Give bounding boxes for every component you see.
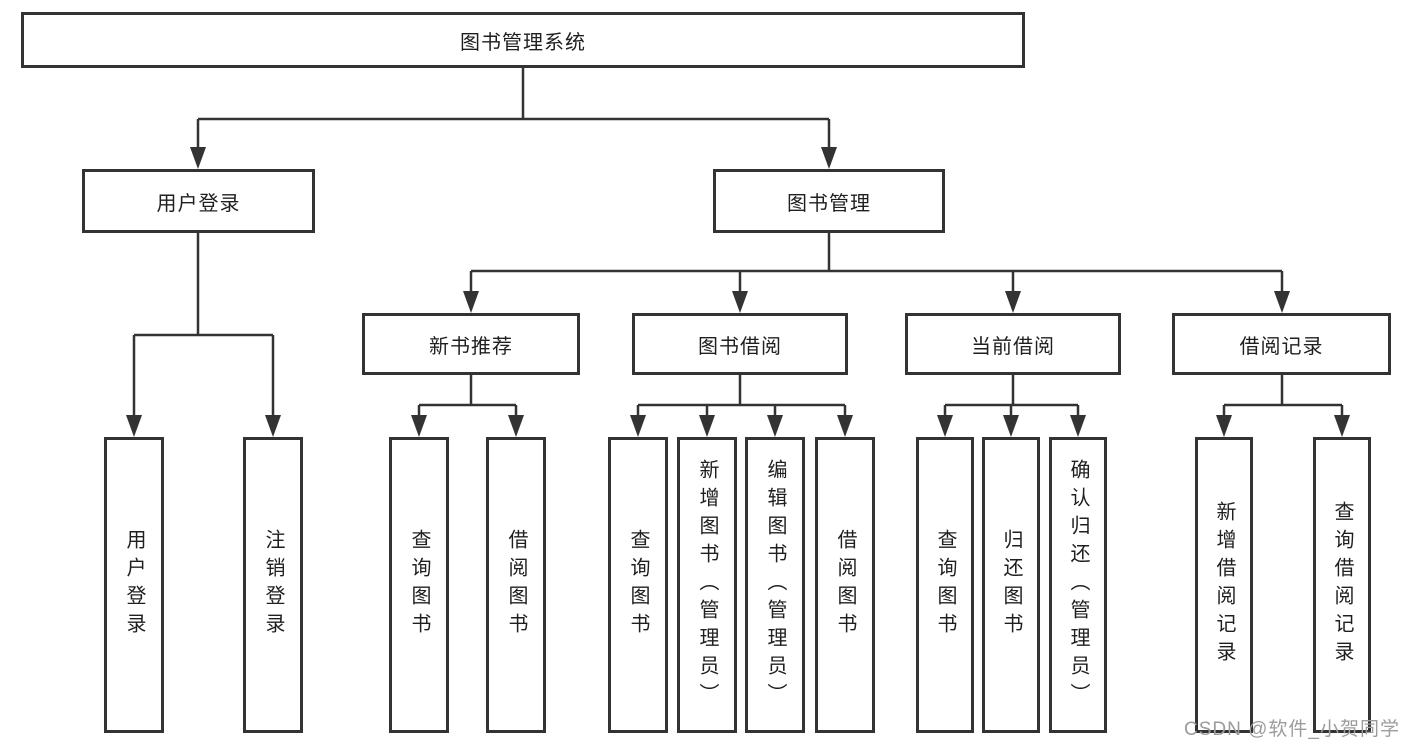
node-label: 新增图书（管理员） xyxy=(696,459,718,711)
node-label: 归还图书 xyxy=(1000,529,1022,641)
leaf-borrow-books-recommend: 借阅图书 xyxy=(486,437,546,733)
node-label: 用户登录 xyxy=(156,192,241,215)
leaf-query-books-borrow: 查询图书 xyxy=(608,437,668,733)
node-label: 借阅记录 xyxy=(1239,335,1324,358)
connector-paths xyxy=(132,68,1344,417)
node-label: 借阅图书 xyxy=(505,529,527,641)
node-label: 查询图书 xyxy=(934,529,956,641)
leaf-query-books-current: 查询图书 xyxy=(916,437,974,733)
node-borrow-records: 借阅记录 xyxy=(1172,313,1391,375)
node-label: 图书管理系统 xyxy=(460,31,586,54)
node-label: 查询图书 xyxy=(408,529,430,641)
node-label: 确认归还（管理员） xyxy=(1067,459,1089,711)
node-new-book-recommend: 新书推荐 xyxy=(362,313,580,375)
node-label: 查询图书 xyxy=(627,529,649,641)
node-label: 编辑图书（管理员） xyxy=(764,459,786,711)
leaf-add-book-admin: 新增图书（管理员） xyxy=(677,437,737,733)
leaf-logout-login: 注销登录 xyxy=(243,437,303,733)
node-label: 新增借阅记录 xyxy=(1213,501,1235,669)
leaf-borrow-book: 借阅图书 xyxy=(815,437,875,733)
node-label: 当前借阅 xyxy=(971,335,1055,358)
node-book-borrow: 图书借阅 xyxy=(632,313,848,375)
leaf-edit-book-admin: 编辑图书（管理员） xyxy=(745,437,805,733)
node-current-borrow: 当前借阅 xyxy=(905,313,1121,375)
leaf-add-borrow-record: 新增借阅记录 xyxy=(1195,437,1253,733)
node-label: 图书管理 xyxy=(787,192,871,215)
node-label: 图书借阅 xyxy=(698,335,782,358)
arrowheads xyxy=(126,147,1350,437)
node-label: 新书推荐 xyxy=(429,335,513,358)
leaf-confirm-return-admin: 确认归还（管理员） xyxy=(1049,437,1107,733)
leaf-query-books-recommend: 查询图书 xyxy=(389,437,449,733)
node-label: 注销登录 xyxy=(262,529,284,641)
node-label: 用户登录 xyxy=(123,529,145,641)
leaf-query-borrow-record: 查询借阅记录 xyxy=(1313,437,1371,733)
node-label: 借阅图书 xyxy=(834,529,856,641)
node-book-management: 图书管理 xyxy=(713,169,945,233)
node-user-login: 用户登录 xyxy=(82,169,315,233)
csdn-watermark: CSDN @软件_小贺同学 xyxy=(1184,719,1400,740)
node-library-system: 图书管理系统 xyxy=(21,12,1025,68)
node-label: 查询借阅记录 xyxy=(1331,501,1353,669)
leaf-user-login: 用户登录 xyxy=(104,437,164,733)
leaf-return-book: 归还图书 xyxy=(982,437,1040,733)
